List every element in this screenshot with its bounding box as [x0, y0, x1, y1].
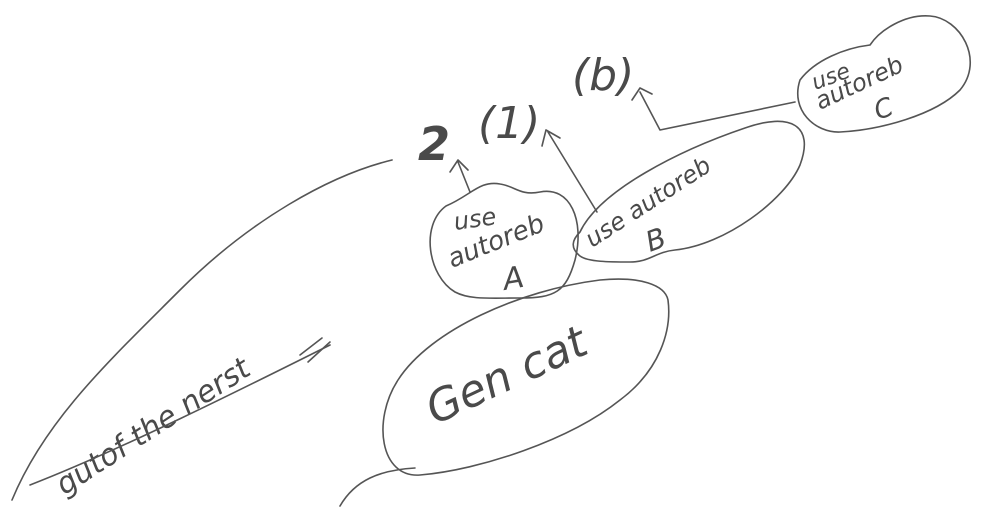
node-a-text: use autoreb A — [443, 202, 549, 298]
gen-cat-label: Gen cat — [418, 316, 597, 435]
node-a-bubble — [429, 182, 579, 300]
gen-cat-bubble — [382, 278, 670, 476]
node-c-text: use autoreb C — [809, 50, 908, 126]
top-number-label: 2 — [418, 117, 450, 171]
node-c-bubble — [797, 15, 972, 133]
arrow-c-to-b — [631, 87, 796, 131]
side-note: gutof the nerst — [50, 350, 258, 502]
side-note-scribble — [299, 337, 331, 363]
node-c-line-3: C — [870, 92, 898, 127]
node-c-line-2: autoreb — [811, 50, 908, 115]
paren-b-label: (b) — [572, 50, 634, 101]
paren-1-label: (1) — [478, 98, 540, 149]
side-note-text: gutof the nerst — [50, 350, 258, 502]
arrow-b-to-1 — [541, 129, 598, 213]
node-b-bubble — [572, 120, 806, 263]
long-diagonal-line — [11, 159, 393, 501]
node-a-line-1: use — [452, 202, 498, 236]
side-note-strikethrough — [29, 344, 331, 486]
gen-cat-connector — [339, 467, 416, 507]
arrow-a-to-2 — [449, 159, 471, 193]
node-a-line-3: A — [498, 260, 526, 298]
node-b-line-2: B — [641, 221, 670, 259]
